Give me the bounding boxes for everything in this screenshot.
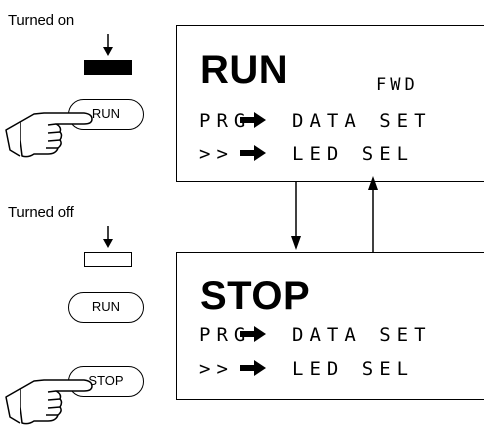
run-display-panel xyxy=(176,25,484,182)
run-button-idle-label: RUN xyxy=(91,299,121,314)
top-line2-prefix: >> xyxy=(199,143,234,165)
turned-on-label: Turned on xyxy=(8,12,75,29)
bottom-line2-prefix: >> xyxy=(199,358,234,380)
bottom-line2-text: LED SEL xyxy=(292,358,415,380)
right-arrow-icon xyxy=(240,326,266,342)
transition-down-arrow-icon xyxy=(291,182,301,250)
transition-up-arrow-icon xyxy=(368,176,378,252)
run-button-label: RUN xyxy=(91,106,121,121)
stop-button-label: STOP xyxy=(88,373,124,388)
pointing-hand-icon xyxy=(5,112,93,158)
pointing-hand-icon xyxy=(5,379,93,425)
down-arrow-icon xyxy=(103,34,113,56)
turned-off-label: Turned off xyxy=(8,204,74,221)
top-line1-text: DATA SET xyxy=(292,110,432,132)
indicator-lamp-off xyxy=(84,252,132,267)
indicator-lamp-on xyxy=(84,60,132,75)
down-arrow-icon xyxy=(103,226,113,248)
right-arrow-icon xyxy=(240,145,266,161)
top-line1-prefix: PRG xyxy=(199,110,252,132)
right-arrow-icon xyxy=(240,112,266,128)
bottom-line1-text: DATA SET xyxy=(292,324,432,346)
bottom-line1-prefix: PRG xyxy=(199,324,252,346)
stop-display-panel xyxy=(176,252,484,400)
run-mode-title: RUN xyxy=(200,48,289,92)
right-arrow-icon xyxy=(240,360,266,376)
stop-mode-title: STOP xyxy=(200,274,311,318)
direction-label: FWD xyxy=(376,75,419,95)
top-line2-text: LED SEL xyxy=(292,143,415,165)
run-button-idle[interactable]: RUN xyxy=(68,292,144,323)
